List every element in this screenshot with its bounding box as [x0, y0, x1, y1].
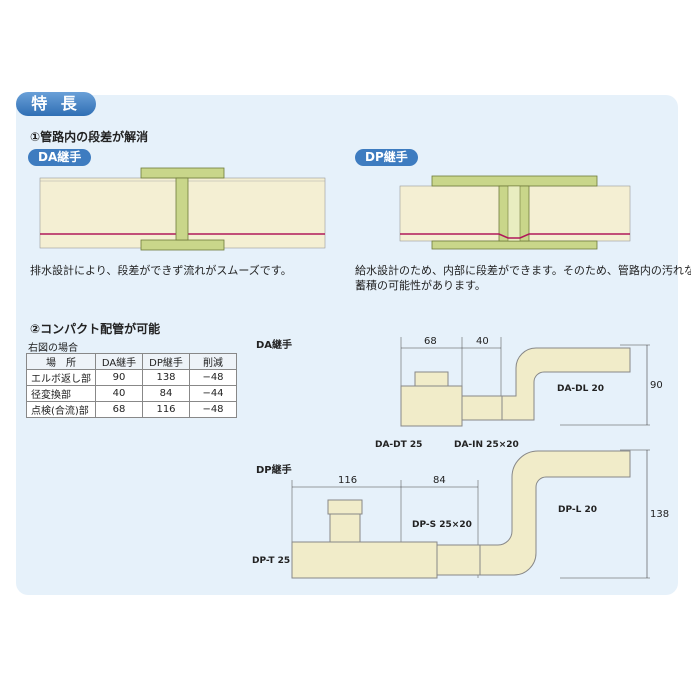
- comparison-table: 場 所 DA継手 DP継手 削減 エルボ返し部 90 138 −48 径変換部 …: [26, 353, 237, 418]
- table-cell: エルボ返し部: [26, 369, 96, 386]
- dim-90: 90: [650, 380, 663, 391]
- table-cell: 116: [142, 401, 190, 418]
- da-piping-label: DA継手: [256, 340, 293, 351]
- dim-138: 138: [650, 509, 670, 520]
- table-cell: −44: [189, 385, 237, 402]
- table-cell: 84: [142, 385, 190, 402]
- table-row: 径変換部 40 84 −44: [26, 385, 237, 402]
- table-cell: 40: [95, 385, 143, 402]
- table-cell: −48: [189, 401, 237, 418]
- table-cell: −48: [189, 369, 237, 386]
- dp-description-line2: 蓄積の可能性があります。: [355, 279, 486, 292]
- dim-40: 40: [476, 336, 489, 347]
- table-cell: 68: [95, 401, 143, 418]
- dp-description-line1: 給水設計のため、内部に段差ができます。そのため、管路内の汚れなど: [355, 264, 691, 277]
- table-row: 点検(合流)部 68 116 −48: [26, 401, 237, 418]
- table-cell: 138: [142, 369, 190, 386]
- dim-68: 68: [424, 336, 437, 347]
- dp-piping-label: DP継手: [256, 465, 292, 476]
- part-dp-t: DP-T 25: [252, 556, 291, 566]
- header-cell: 場 所: [26, 353, 96, 370]
- da-tag: DA継手: [28, 149, 92, 166]
- dp-tag: DP継手: [355, 149, 418, 166]
- table-caption: 右図の場合: [28, 343, 78, 354]
- header-cell: DP継手: [142, 353, 190, 370]
- header-cell: 削減: [189, 353, 237, 370]
- table-header-row: 場 所 DA継手 DP継手 削減: [26, 353, 237, 370]
- dim-84: 84: [433, 475, 446, 486]
- da-piping-diagram: [400, 337, 650, 427]
- dp-joint-diagram: [399, 175, 631, 250]
- da-description: 排水設計により、段差ができず流れがスムーズです。: [30, 264, 292, 277]
- section2-heading: ②コンパクト配管が可能: [30, 322, 161, 336]
- dp-piping-diagram: [291, 449, 650, 579]
- table-cell: 点検(合流)部: [26, 401, 96, 418]
- section1-heading: ①管路内の段差が解消: [30, 130, 149, 144]
- section-title: 特 長: [16, 92, 96, 116]
- table-cell: 径変換部: [26, 385, 96, 402]
- dim-116: 116: [338, 475, 358, 486]
- part-da-in: DA-IN 25×20: [454, 440, 519, 450]
- header-cell: DA継手: [95, 353, 143, 370]
- table-cell: 90: [95, 369, 143, 386]
- part-dp-l: DP-L 20: [558, 505, 598, 515]
- part-da-dl: DA-DL 20: [557, 384, 605, 394]
- part-dp-s: DP-S 25×20: [412, 520, 472, 530]
- da-joint-diagram: [39, 167, 326, 251]
- part-da-dt: DA-DT 25: [375, 440, 423, 450]
- table-row: エルボ返し部 90 138 −48: [26, 369, 237, 386]
